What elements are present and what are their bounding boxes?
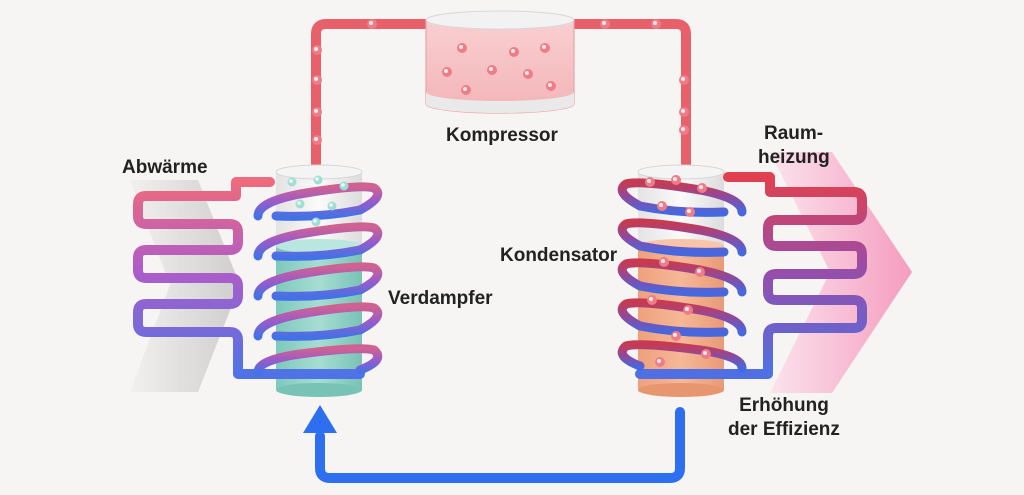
space-heating-label-line2: heizung bbox=[758, 147, 830, 168]
return-pipe bbox=[315, 407, 685, 483]
condenser bbox=[637, 164, 725, 397]
waste-heat-arrow bbox=[130, 180, 240, 392]
space-heating-label: Raum- heizung bbox=[758, 122, 830, 170]
efficiency-label-line2: der Effizienz bbox=[728, 419, 840, 440]
return-arrow-head bbox=[303, 405, 337, 433]
heating-pipe bbox=[635, 172, 867, 379]
waste-heat-label: Abwärme bbox=[122, 157, 208, 178]
waste-heat-pipe bbox=[133, 177, 365, 379]
evaporator-label: Verdampfer bbox=[388, 288, 493, 309]
compressor bbox=[425, 10, 575, 114]
efficiency-label-line1: Erhöhung bbox=[739, 395, 829, 416]
efficiency-label: Erhöhung der Effizienz bbox=[728, 394, 840, 442]
hot-pipe-right bbox=[567, 19, 691, 177]
compressor-label: Kompressor bbox=[446, 125, 558, 146]
evaporator-coil bbox=[253, 182, 383, 377]
hot-pipe-left bbox=[311, 19, 433, 177]
condenser-label: Kondensator bbox=[500, 245, 618, 266]
space-heating-label-line1: Raum- bbox=[764, 123, 824, 144]
condenser-coil bbox=[617, 178, 747, 373]
